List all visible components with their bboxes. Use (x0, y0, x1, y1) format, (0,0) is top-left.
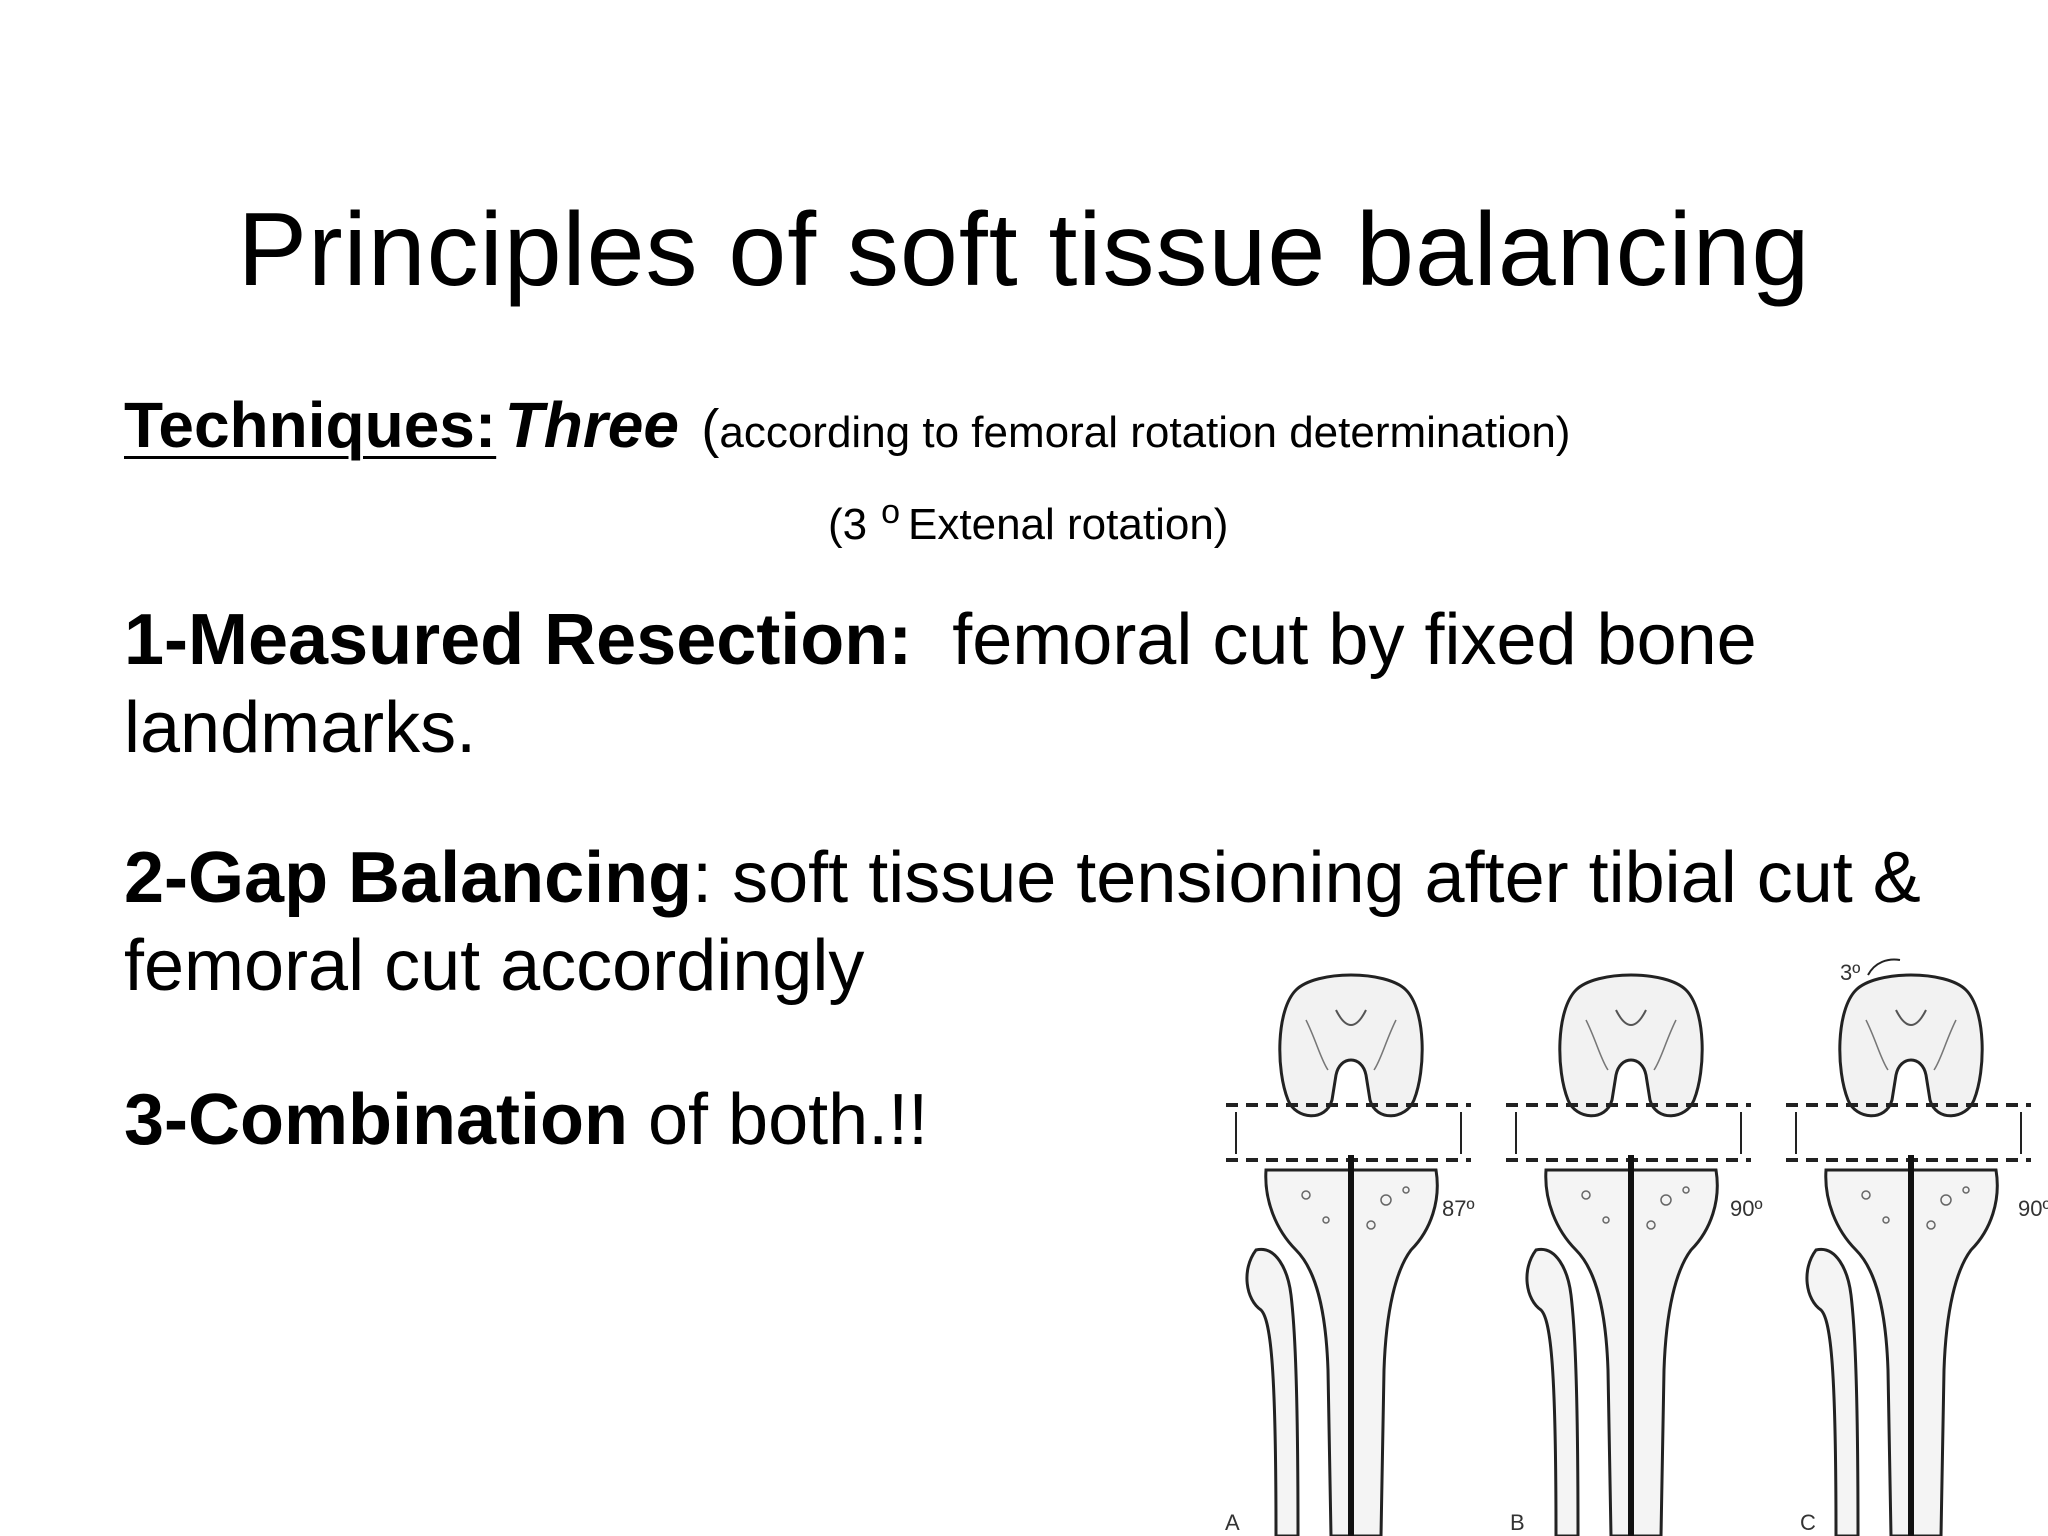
subnote-text: Extenal rotation) (908, 500, 1229, 549)
techniques-count: Three (504, 389, 679, 461)
panel-c-rotation: 3º (1840, 960, 1860, 985)
item-2-text: : soft tissue tensioning after tibial cu… (124, 838, 1921, 1006)
knee-panel-b (1506, 975, 1751, 1536)
subnote-open: (3 (828, 500, 868, 549)
technique-item-2: 2-Gap Balancing: soft tissue tensioning … (124, 834, 2004, 1010)
technique-item-3: 3-Combination of both.!! (124, 1076, 1224, 1164)
panel-b-angle: 90º (1730, 1196, 1763, 1221)
panel-c-letter: C (1800, 1510, 1816, 1535)
slide-title: Principles of soft tissue balancing (237, 191, 1811, 308)
knee-panel-c (1786, 975, 2031, 1536)
item-1-text: femoral cut by fixed bone landmarks. (124, 600, 1777, 768)
panel-a-letter: A (1225, 1510, 1240, 1535)
knee-resection-figure: 87º 90º 90º 3º A B C (1210, 950, 2048, 1536)
item-3-lead: 3-Combination (124, 1080, 628, 1160)
techniques-label: Techniques: (124, 389, 497, 461)
item-3-text: of both.!! (627, 1080, 929, 1160)
technique-item-1: 1-Measured Resection: femoral cut by fix… (124, 596, 2004, 772)
item-2-lead: 2-Gap Balancing (124, 838, 693, 918)
panel-a-angle: 87º (1442, 1196, 1475, 1221)
rotation-arrow-icon (1867, 958, 1901, 976)
knee-diagram-svg: 87º 90º 90º 3º A B C (1210, 958, 2048, 1536)
subnote-degree: o (881, 493, 901, 531)
knee-panel-a (1226, 975, 1471, 1536)
item-1-lead: 1-Measured Resection: (124, 600, 913, 680)
techniques-paren: ( (701, 399, 720, 459)
techniques-note: according to femoral rotation determinat… (719, 408, 1571, 457)
panel-b-letter: B (1510, 1510, 1525, 1535)
panel-c-angle: 90º (2018, 1196, 2048, 1221)
techniques-line: Techniques: Three (according to femoral … (124, 388, 1570, 462)
